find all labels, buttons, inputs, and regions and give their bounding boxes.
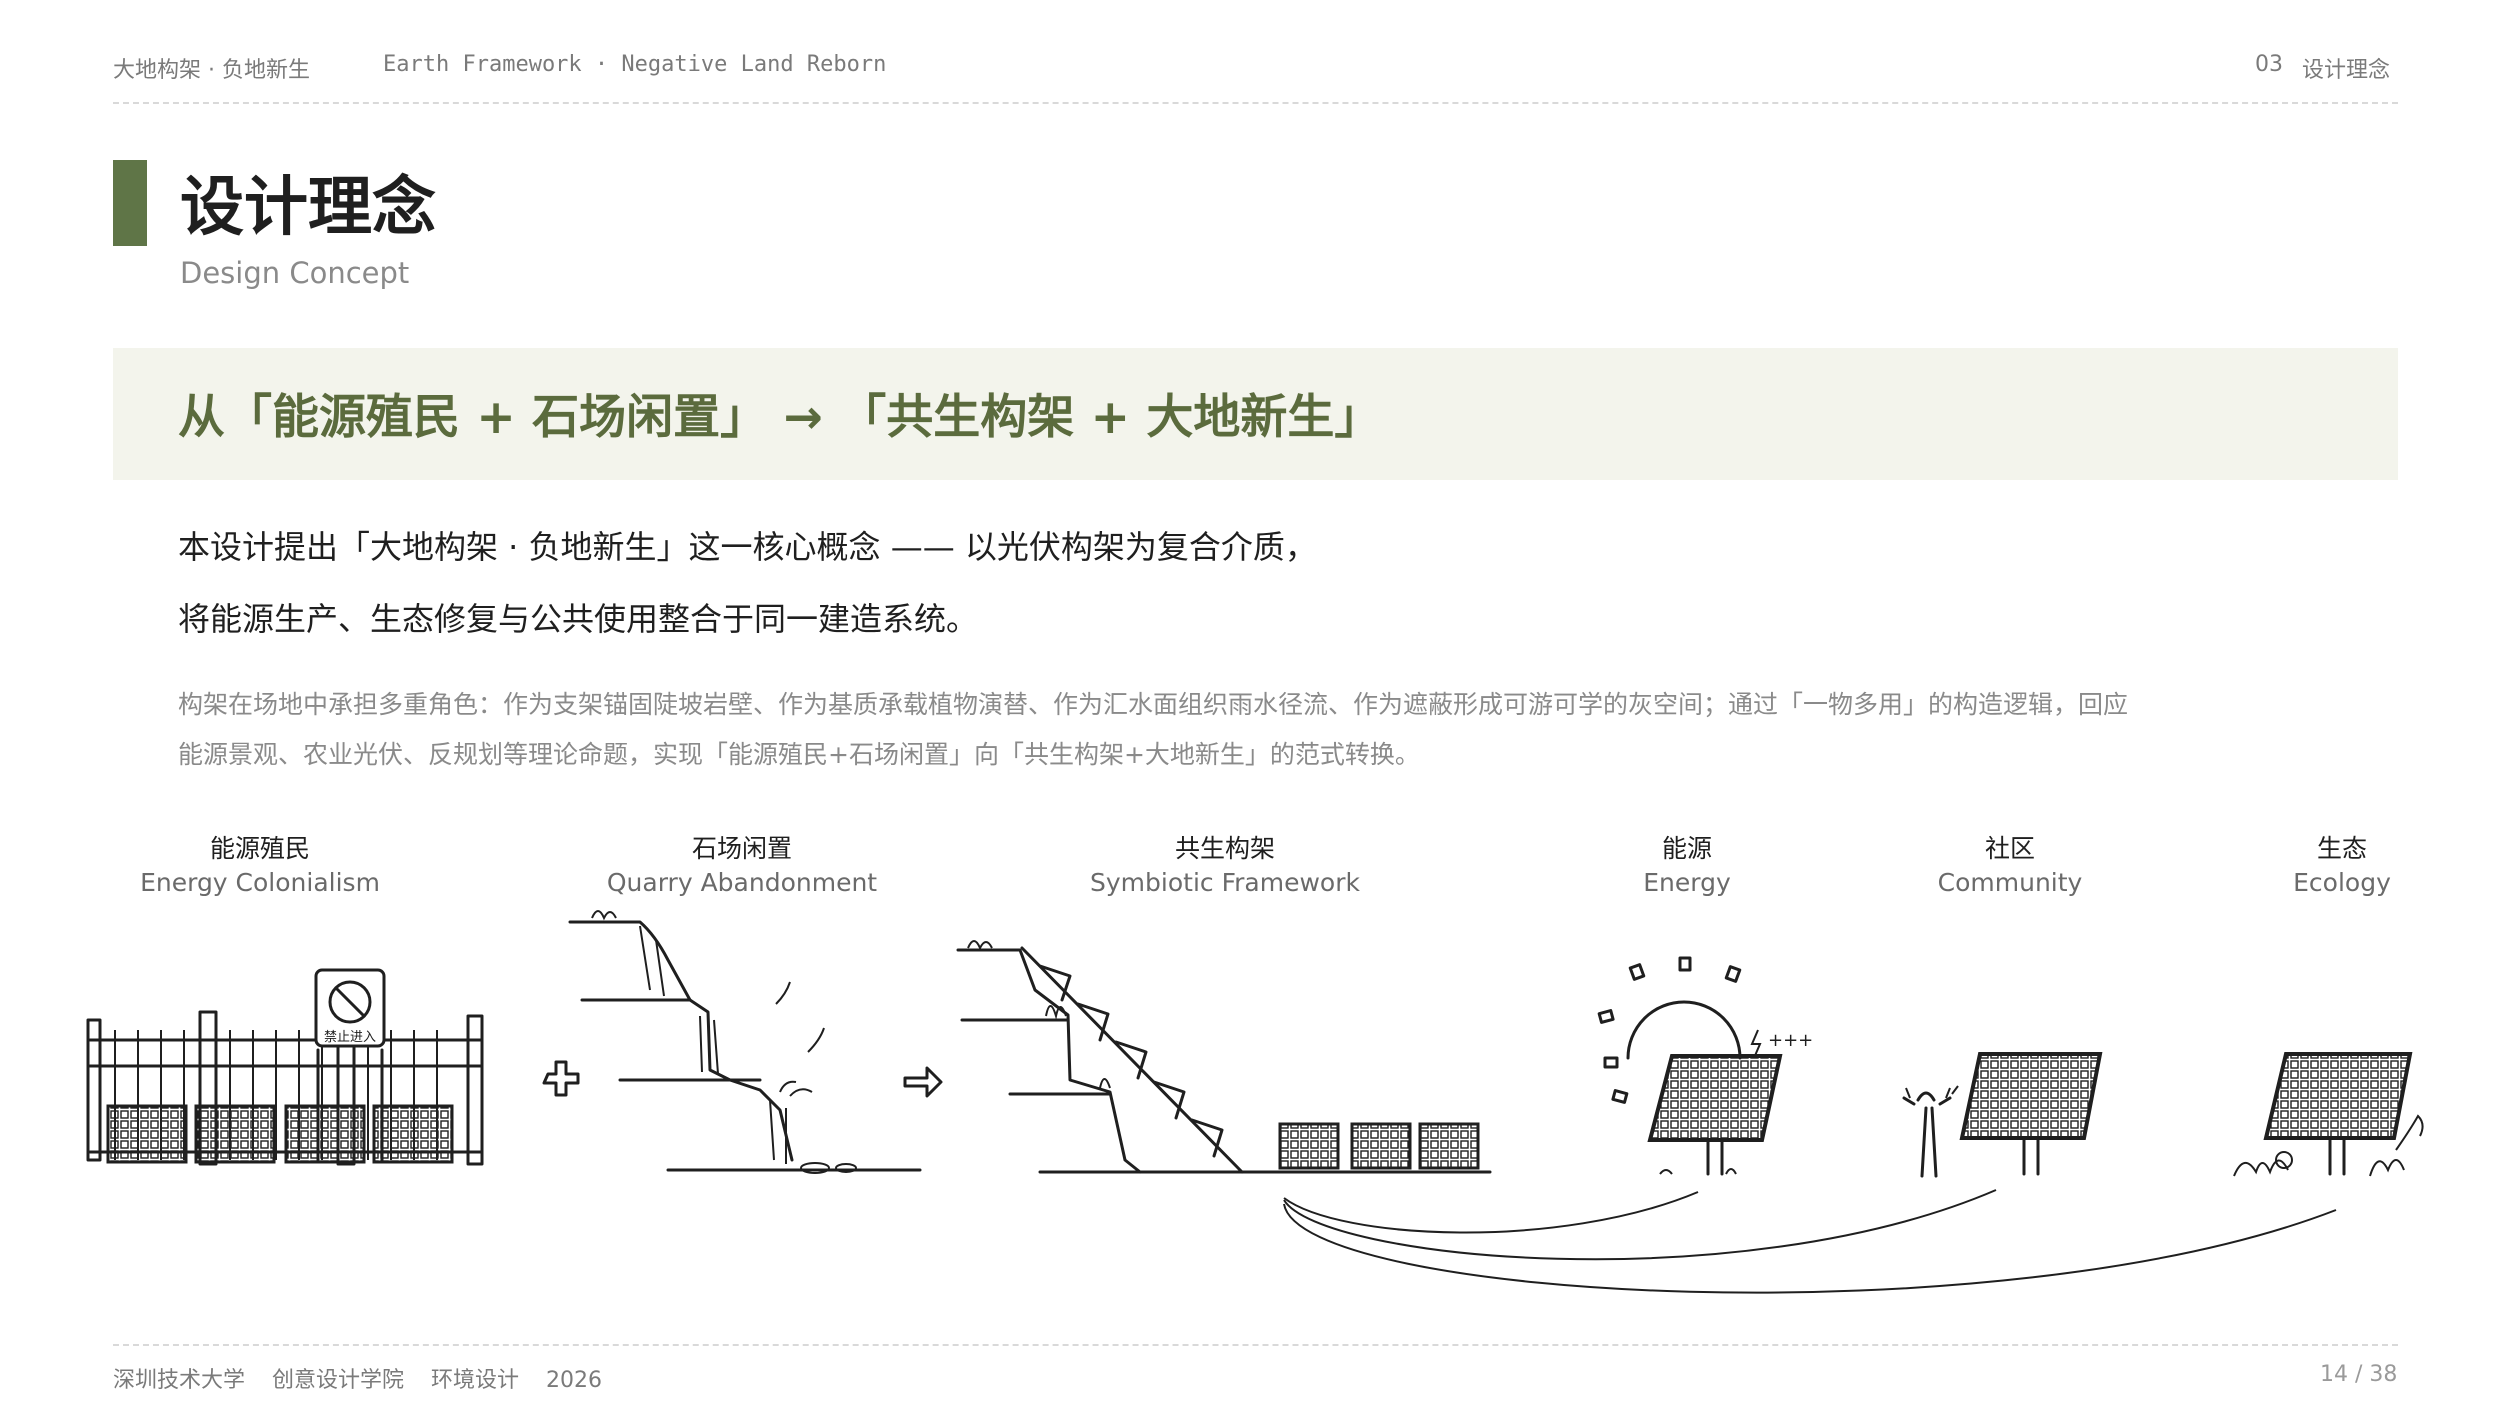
label-cn: 石场闲置 — [691, 834, 792, 863]
label-en: Symbiotic Framework — [1090, 868, 1360, 897]
community-panel-illustration — [1902, 1052, 2103, 1178]
body-line-1: 构架在场地中承担多重角色：作为支架锚固陡坡岩壁、作为基质承载植物演替、作为汇水面… — [178, 690, 2129, 719]
label-cn: 能源 — [1661, 834, 1712, 863]
header-section-no: 03 — [2255, 52, 2283, 77]
no-entry-sign-text: 禁止进入 — [324, 1030, 376, 1045]
concept-banner-text: 从「能源殖民 + 石场闲置」 → 「共生构架 + 大地新生」 — [178, 390, 1382, 445]
footer-divider — [113, 1344, 2398, 1346]
footer-credits: 深圳技术大学 创意设计学院 环境设计 2026 — [113, 1362, 602, 1394]
arrow-right-icon — [903, 1066, 943, 1098]
label-cn: 能源殖民 — [209, 834, 310, 863]
label-quarry-abandonment: 石场闲置 Quarry Abandonment — [582, 832, 902, 900]
lead-line-1: 本设计提出「大地构架 · 负地新生」这一核心概念 —— 以光伏构架为复合介质， — [178, 528, 1317, 566]
energy-panel-illustration: +++ — [1597, 956, 1813, 1176]
header-divider — [113, 102, 2398, 104]
concept-banner — [113, 348, 2398, 480]
quarry-cliff-illustration — [568, 910, 922, 1174]
header-project-cn: 大地构架 · 负地新生 — [113, 58, 310, 83]
label-ecology: 生态 Ecology — [2182, 832, 2500, 900]
footer-college: 创意设计学院 — [272, 1368, 405, 1393]
label-cn: 社区 — [1984, 834, 2035, 863]
energy-mark-text: +++ — [1768, 1030, 1813, 1051]
fence-illustration: 禁止进入 — [86, 968, 484, 1166]
page-title: 设计理念 — [180, 171, 436, 245]
label-en: Quarry Abandonment — [606, 868, 878, 897]
ecology-panel-illustration — [2233, 1052, 2424, 1177]
label-symbiotic-framework: 共生构架 Symbiotic Framework — [1065, 832, 1385, 900]
label-en: Energy — [1643, 868, 1731, 897]
footer-year: 2026 — [546, 1368, 603, 1393]
label-energy: 能源 Energy — [1527, 832, 1847, 900]
title-accent-bar — [113, 160, 147, 246]
header-project-en: Earth Framework · Negative Land Reborn — [383, 52, 887, 77]
symbiotic-framework-illustration — [956, 940, 1492, 1174]
label-en: Community — [1937, 868, 2083, 897]
label-en: Energy Colonialism — [140, 868, 380, 897]
header-section-name: 设计理念 — [2302, 58, 2391, 83]
body-line-2: 能源景观、农业光伏、反规划等理论命题，实现「能源殖民+石场闲置」向「共生构架+大… — [178, 740, 1420, 769]
label-community: 社区 Community — [1850, 832, 2170, 900]
page-number: 14 / 38 — [2320, 1362, 2398, 1387]
page-subtitle: Design Concept — [180, 256, 410, 290]
label-en: Ecology — [2293, 868, 2391, 897]
label-energy-colonialism: 能源殖民 Energy Colonialism — [100, 832, 420, 900]
label-cn: 生态 — [2316, 834, 2367, 863]
label-cn: 共生构架 — [1174, 834, 1275, 863]
footer-school: 深圳技术大学 — [113, 1368, 246, 1393]
footer-major: 环境设计 — [431, 1368, 520, 1393]
lead-line-2: 将能源生产、生态修复与公共使用整合于同一建造系统。 — [178, 600, 979, 638]
plus-icon — [542, 1060, 580, 1097]
connection-lines — [1283, 1189, 2337, 1294]
